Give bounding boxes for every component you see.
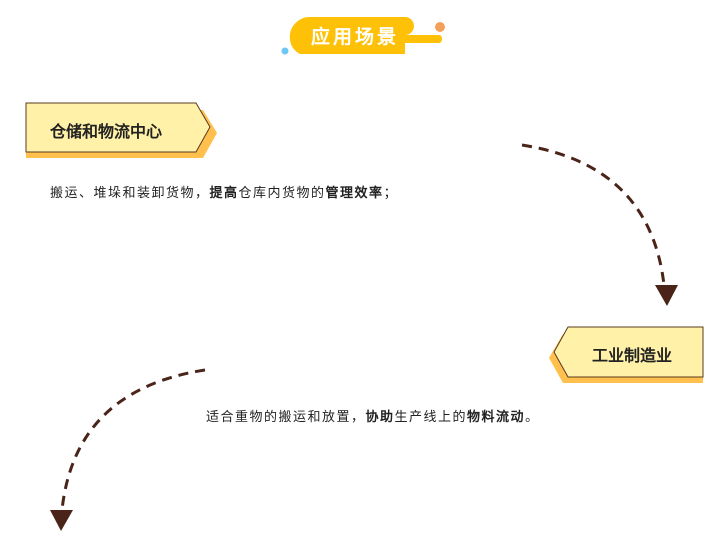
- desc-highlight: 管理效率: [325, 186, 384, 201]
- desc-highlight: 提高: [209, 186, 239, 201]
- desc-text: 。: [525, 410, 540, 425]
- desc-highlight: 物料流动: [467, 410, 526, 425]
- desc-text: 仓库内货物的: [238, 186, 326, 201]
- orange-dot-icon: [435, 22, 445, 32]
- blue-dot-icon: [281, 47, 289, 55]
- page-title: 应用场景: [310, 26, 399, 48]
- dashed-arrow-1-icon: [521, 143, 678, 306]
- dashed-arrow-2-icon: [50, 368, 206, 531]
- tag-shape-2: [549, 326, 704, 383]
- title-badge: [281, 17, 445, 55]
- section-desc-warehouse: 搬运、堆垛和装卸货物，提高仓库内货物的管理效率；: [50, 182, 398, 201]
- section-desc-manufacturing: 适合重物的搬运和放置，协助生产线上的物料流动。: [206, 406, 540, 425]
- desc-text: 生产线上的: [394, 410, 468, 425]
- desc-highlight: 协助: [365, 410, 395, 425]
- desc-text: 搬运、堆垛和装卸货物，: [50, 186, 210, 201]
- desc-text: ；: [383, 186, 399, 201]
- section-title-warehouse: 仓储和物流中心: [50, 122, 163, 141]
- desc-text: 适合重物的搬运和放置，: [206, 410, 366, 425]
- tag-shape-1: [25, 102, 217, 158]
- section-title-manufacturing: 工业制造业: [592, 346, 673, 365]
